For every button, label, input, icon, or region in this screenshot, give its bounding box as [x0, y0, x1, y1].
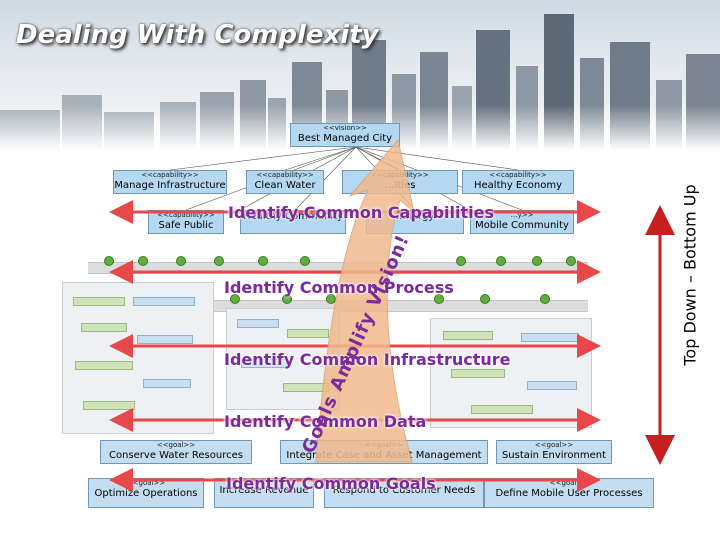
- capability-stereotype: <<capability>>: [489, 171, 547, 179]
- vision-stereotype: <<vision>>: [323, 124, 367, 132]
- capability-name: Manage Infrastructure: [114, 179, 226, 191]
- capability-box: <<capability>> Clean Water: [246, 170, 324, 194]
- goal-name: Define Mobile User Processes: [495, 487, 643, 499]
- label-common-process: Identify Common Process: [224, 278, 454, 297]
- capability-name: Healthy Economy: [474, 179, 562, 191]
- top-down-bottom-up-label: Top Down – Bottom Up: [680, 184, 700, 366]
- goal-name: Conserve Water Resources: [109, 449, 243, 461]
- goal-name: Optimize Operations: [94, 487, 198, 499]
- infrastructure-diagram: [226, 308, 340, 410]
- capability-box: <<capability>> Manage Infrastructure: [113, 170, 227, 194]
- capability-name: Safe Public: [158, 219, 214, 231]
- vision-box: <<vision>> Best Managed City: [290, 123, 400, 147]
- curved-vision-arrow: [315, 138, 415, 463]
- goal-stereotype: <<goal>>: [534, 441, 574, 449]
- goal-box: <<goal>> Conserve Water Resources: [100, 440, 252, 464]
- city-skyline-photo: [0, 0, 720, 150]
- goal-name: Sustain Environment: [501, 449, 607, 461]
- capability-box: <<capability>> Healthy Economy: [462, 170, 574, 194]
- label-common-capabilities: Identify Common Capabilities: [228, 203, 494, 222]
- capability-stereotype: <<capability>>: [256, 171, 314, 179]
- slide-title: Dealing With Complexity: [16, 20, 379, 50]
- goal-box: <<goal>> Sustain Environment: [496, 440, 612, 464]
- capability-name: Clean Water: [254, 179, 316, 191]
- label-common-infrastructure: Identify Common Infrastructure: [224, 350, 511, 369]
- vision-name: Best Managed City: [297, 132, 393, 144]
- label-common-data: Identify Common Data: [224, 412, 427, 431]
- capability-name: Mobile Community: [475, 219, 569, 231]
- label-common-goals: Identify Common Goals: [226, 474, 436, 493]
- capability-stereotype: <<capability>>: [141, 171, 199, 179]
- goal-stereotype: <<goal>>: [156, 441, 196, 449]
